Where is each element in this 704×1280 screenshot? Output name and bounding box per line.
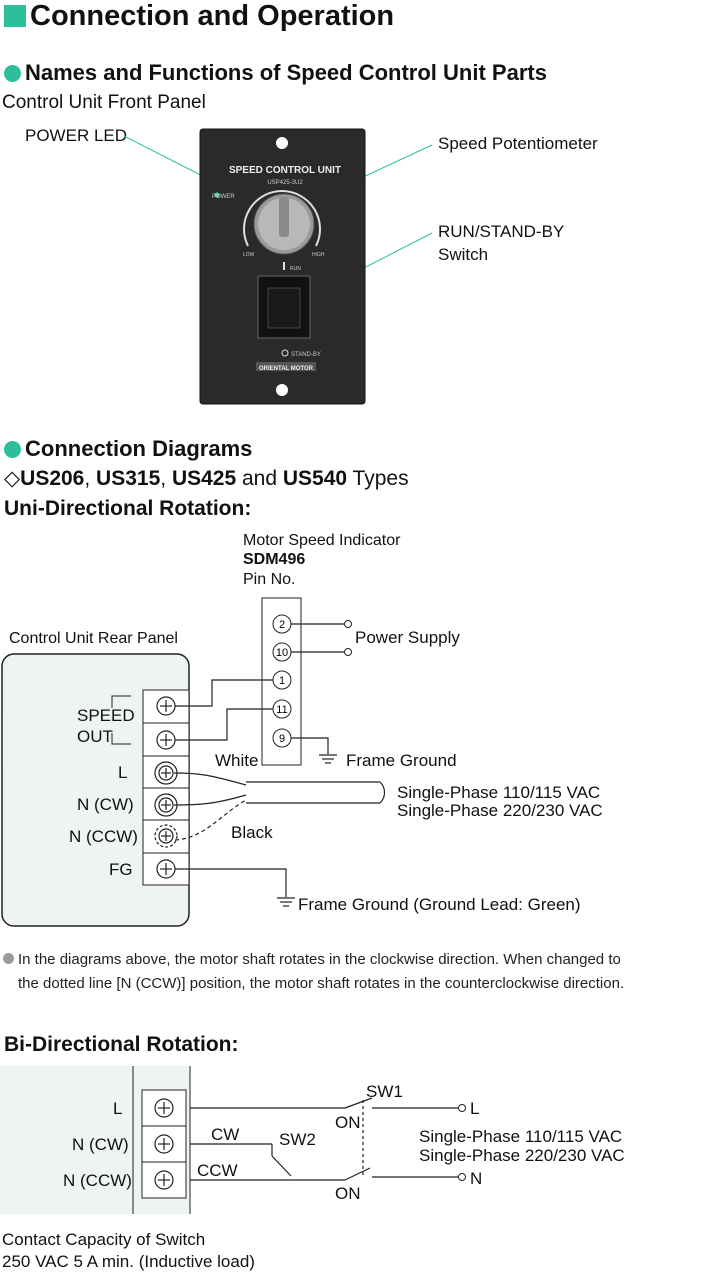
frame-ground-label: Frame Ground bbox=[346, 751, 457, 770]
panel-run-text: RUN bbox=[290, 266, 301, 272]
cw-label: CW bbox=[211, 1125, 240, 1144]
pin-1-label: 1 bbox=[279, 675, 285, 687]
single-phase-label-2: Single-Phase 220/230 VAC bbox=[397, 801, 603, 820]
bi-label-ncw: N (CW) bbox=[72, 1135, 129, 1154]
sw1-label: SW1 bbox=[366, 1082, 403, 1101]
title-square-icon bbox=[4, 5, 26, 27]
diamond-icon: ◇ bbox=[4, 467, 21, 490]
terminal-ncw-label: N (CW) bbox=[77, 795, 134, 814]
dial-knob-ridge bbox=[279, 197, 289, 237]
terminal-nccw-label: N (CCW) bbox=[69, 827, 138, 846]
out-label: OUT bbox=[77, 727, 113, 746]
pin-10-label: 10 bbox=[276, 647, 288, 659]
note-line-2: the dotted line [N (CCW)] position, the … bbox=[18, 975, 625, 992]
bi-single-phase-2: Single-Phase 220/230 VAC bbox=[419, 1146, 625, 1165]
ccw-label: CCW bbox=[197, 1161, 238, 1180]
bi-n-label: N bbox=[470, 1169, 483, 1188]
bi-wires bbox=[190, 1097, 458, 1181]
fg-wire bbox=[175, 868, 287, 897]
terminal-fg-label: FG bbox=[109, 860, 133, 879]
bi-single-phase-1: Single-Phase 110/115 VAC bbox=[419, 1127, 623, 1146]
bi-label-l: L bbox=[113, 1099, 123, 1118]
contact-capacity-value: 250 VAC 5 A min. (Inductive load) bbox=[2, 1252, 255, 1271]
speed-label: SPEED bbox=[77, 706, 135, 725]
panel-title: SPEED CONTROL UNIT bbox=[229, 165, 341, 176]
bi-n-terminal bbox=[458, 1173, 466, 1181]
bi-directional-title: Bi-Directional Rotation: bbox=[4, 1033, 239, 1056]
power-supply-terminal-2 bbox=[344, 648, 352, 656]
panel-low-text: LOW bbox=[243, 252, 255, 258]
panel-screw-hole-top bbox=[276, 137, 288, 149]
uni-directional-diagram: 2 10 1 11 9 bbox=[1, 597, 386, 927]
pin-11-label: 11 bbox=[276, 704, 287, 716]
white-wire-label: White bbox=[215, 751, 259, 770]
standby-icon bbox=[281, 349, 289, 357]
black-wire-label: Black bbox=[231, 823, 273, 842]
bi-plus-marks bbox=[158, 1102, 170, 1186]
speed-bracket-bottom bbox=[111, 733, 131, 745]
power-supply-terminal-1 bbox=[344, 620, 352, 628]
parts-heading: Names and Functions of Speed Control Uni… bbox=[4, 60, 547, 86]
fg-ground-icon bbox=[277, 897, 295, 907]
frame-ground-green-label: Frame Ground (Ground Lead: Green) bbox=[298, 895, 581, 914]
bi-directional-diagram bbox=[0, 1066, 466, 1214]
bi-terminal-dividers bbox=[142, 1125, 186, 1163]
sw2-label: SW2 bbox=[279, 1130, 316, 1149]
terminal-l-label: L bbox=[118, 763, 128, 782]
panel-standby-text: STAND-BY bbox=[291, 352, 321, 358]
rear-panel-label: Control Unit Rear Panel bbox=[9, 630, 178, 647]
note-line-1: In the diagrams above, the motor shaft r… bbox=[3, 951, 621, 968]
brand-plate bbox=[256, 362, 316, 371]
indicator-model: SDM496 bbox=[243, 551, 306, 568]
speed-bracket-top bbox=[111, 695, 131, 708]
terminal-plus-marks bbox=[160, 700, 172, 875]
types-line: ◇US206, US315, US425 and US540 Types bbox=[4, 467, 409, 490]
note-bullet-icon bbox=[3, 953, 14, 964]
bi-l-terminal bbox=[458, 1104, 466, 1112]
on-label-1: ON bbox=[335, 1113, 361, 1132]
power-supply-label: Power Supply bbox=[355, 628, 460, 647]
bi-label-nccw: N (CCW) bbox=[63, 1171, 132, 1190]
bullet-dot-icon bbox=[4, 441, 21, 458]
wires bbox=[175, 623, 344, 754]
dial-scale bbox=[243, 190, 321, 247]
power-led bbox=[214, 192, 220, 198]
panel-screw-hole-bottom bbox=[276, 384, 288, 396]
power-led-label: POWER LED bbox=[25, 126, 128, 145]
front-panel-drawing: SPEED CONTROL UNIT USP425-3U2 POWER LOW … bbox=[123, 128, 433, 405]
pin-no-label: Pin No. bbox=[243, 571, 296, 588]
panel-brand: ORIENTAL MOTOR bbox=[259, 366, 314, 372]
power-cable bbox=[173, 772, 386, 841]
bullet-dot-icon bbox=[4, 65, 21, 82]
switch-rocker bbox=[267, 287, 301, 329]
speed-pot-label: Speed Potentiometer bbox=[438, 134, 598, 153]
connection-heading: Connection Diagrams bbox=[4, 436, 252, 462]
terminal-dividers bbox=[143, 722, 189, 854]
panel-body bbox=[199, 128, 366, 405]
front-panel-subtitle: Control Unit Front Panel bbox=[2, 92, 206, 113]
single-phase-label-1: Single-Phase 110/115 VAC bbox=[397, 783, 601, 802]
on-label-2: ON bbox=[335, 1184, 361, 1203]
contact-capacity-label: Contact Capacity of Switch bbox=[2, 1230, 206, 1249]
panel-power-text: POWER bbox=[212, 194, 235, 200]
run-switch-label-2: Switch bbox=[438, 245, 489, 264]
panel-model: USP425-3U2 bbox=[267, 180, 303, 186]
frame-ground-icon bbox=[319, 754, 337, 764]
run-switch-label: RUN/STAND-BY bbox=[438, 222, 565, 241]
indicator-label: Motor Speed Indicator bbox=[243, 532, 401, 549]
panel-high-text: HIGH bbox=[312, 252, 325, 258]
page-title: Connection and Operation bbox=[4, 0, 394, 33]
uni-directional-title: Uni-Directional Rotation: bbox=[4, 497, 252, 520]
bi-l-label: L bbox=[470, 1099, 480, 1118]
pin-2-label: 2 bbox=[279, 619, 285, 631]
pin-9-label: 9 bbox=[279, 733, 285, 745]
